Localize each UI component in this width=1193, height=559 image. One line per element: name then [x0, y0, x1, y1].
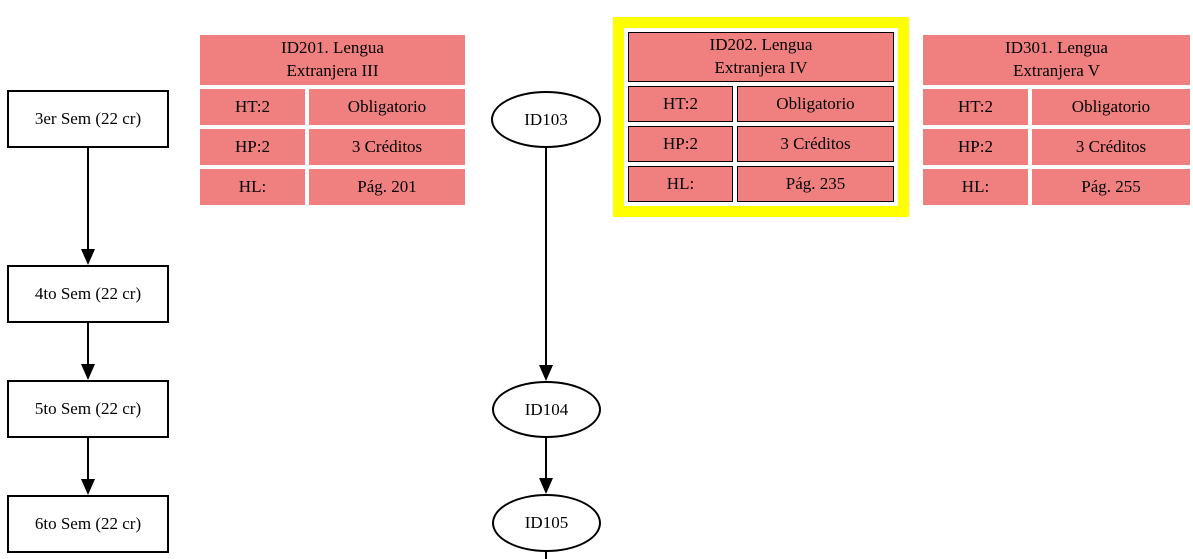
semester-label: 4to Sem (22 cr)	[34, 284, 142, 303]
highlight-frame: ID202. Lengua Extranjera IV HT:2 Obligat…	[613, 17, 909, 217]
id-node-label: ID105	[524, 513, 569, 532]
cell-key: HP:2	[628, 126, 733, 162]
edge-sem4-to-sem5	[87, 323, 89, 365]
course-card-id301[interactable]: ID301. Lengua Extranjera V HT:2 Obligato…	[923, 35, 1190, 205]
semester-label: 5to Sem (22 cr)	[34, 399, 142, 418]
edge-sem5-to-sem6	[87, 438, 89, 480]
cell-value: Obligatorio	[737, 86, 894, 122]
cell-key: HL:	[628, 166, 733, 202]
cell-value: 3 Créditos	[309, 129, 465, 165]
cell-value: Obligatorio	[309, 89, 465, 125]
card-row-hl: HL: Pág. 255	[923, 169, 1190, 205]
arrowhead-sem4-to-sem5-icon	[81, 364, 95, 380]
node-sem-5[interactable]: 5to Sem (22 cr)	[7, 380, 169, 438]
card-row-ht: HT:2 Obligatorio	[923, 89, 1190, 125]
card-title-line2: Extranjera III	[286, 61, 379, 80]
node-id103[interactable]: ID103	[491, 91, 601, 148]
cell-key: HP:2	[923, 129, 1028, 165]
node-sem-4[interactable]: 4to Sem (22 cr)	[7, 265, 169, 323]
cell-value: Pág. 235	[737, 166, 894, 202]
id-node-label: ID103	[524, 109, 568, 129]
card-title-line1: ID301. Lengua	[1005, 38, 1108, 58]
card-row-hl: HL: Pág. 201	[200, 169, 465, 205]
card-row-hp: HP:2 3 Créditos	[923, 129, 1190, 165]
node-sem-3[interactable]: 3er Sem (22 cr)	[7, 90, 169, 148]
cell-value: 3 Créditos	[1032, 129, 1190, 165]
arrowhead-sem5-to-sem6-icon	[81, 479, 95, 495]
semester-label: 3er Sem (22 cr)	[34, 109, 142, 128]
cell-key: HL:	[923, 169, 1028, 205]
card-row-hl: HL: Pág. 235	[628, 166, 894, 202]
cell-key: HT:2	[923, 89, 1028, 125]
node-id105[interactable]: ID105	[492, 494, 601, 552]
cell-key: HP:2	[200, 129, 305, 165]
card-title-line1: ID201. Lengua	[281, 38, 384, 58]
card-row-hp: HP:2 3 Créditos	[200, 129, 465, 165]
edge-id104-to-id105	[545, 437, 547, 479]
card-row-ht: HT:2 Obligatorio	[628, 86, 894, 122]
arrowhead-sem3-to-sem4-icon	[81, 249, 95, 265]
card-title-line2: Extranjera IV	[714, 58, 808, 77]
card-title-line2: Extranjera V	[1012, 61, 1100, 80]
card-title: ID202. Lengua Extranjera IV	[628, 32, 894, 82]
edge-sem3-to-sem4	[87, 148, 89, 250]
card-title: ID301. Lengua Extranjera V	[923, 35, 1190, 85]
course-card-id202[interactable]: ID202. Lengua Extranjera IV HT:2 Obligat…	[628, 32, 894, 202]
cell-key: HT:2	[200, 89, 305, 125]
cell-value: Pág. 201	[309, 169, 465, 205]
cell-key: HL:	[200, 169, 305, 205]
edge-id103-to-id104	[545, 147, 547, 366]
card-row-ht: HT:2 Obligatorio	[200, 89, 465, 125]
card-title: ID201. Lengua Extranjera III	[200, 35, 465, 85]
course-card-id201[interactable]: ID201. Lengua Extranjera III HT:2 Obliga…	[200, 35, 465, 205]
semester-label: 6to Sem (22 cr)	[34, 514, 142, 533]
cell-value: Pág. 255	[1032, 169, 1190, 205]
cell-value: 3 Créditos	[737, 126, 894, 162]
node-id104[interactable]: ID104	[492, 381, 601, 438]
id-node-label: ID104	[524, 399, 569, 419]
card-row-hp: HP:2 3 Créditos	[628, 126, 894, 162]
cell-value: Obligatorio	[1032, 89, 1190, 125]
node-sem-6[interactable]: 6to Sem (22 cr)	[7, 495, 169, 553]
card-title-line1: ID202. Lengua	[709, 35, 813, 55]
cell-key: HT:2	[628, 86, 733, 122]
arrowhead-id104-to-id105-icon	[539, 478, 553, 494]
arrowhead-id103-to-id104-icon	[539, 365, 553, 381]
edge-id105-down-cropped	[545, 551, 547, 559]
